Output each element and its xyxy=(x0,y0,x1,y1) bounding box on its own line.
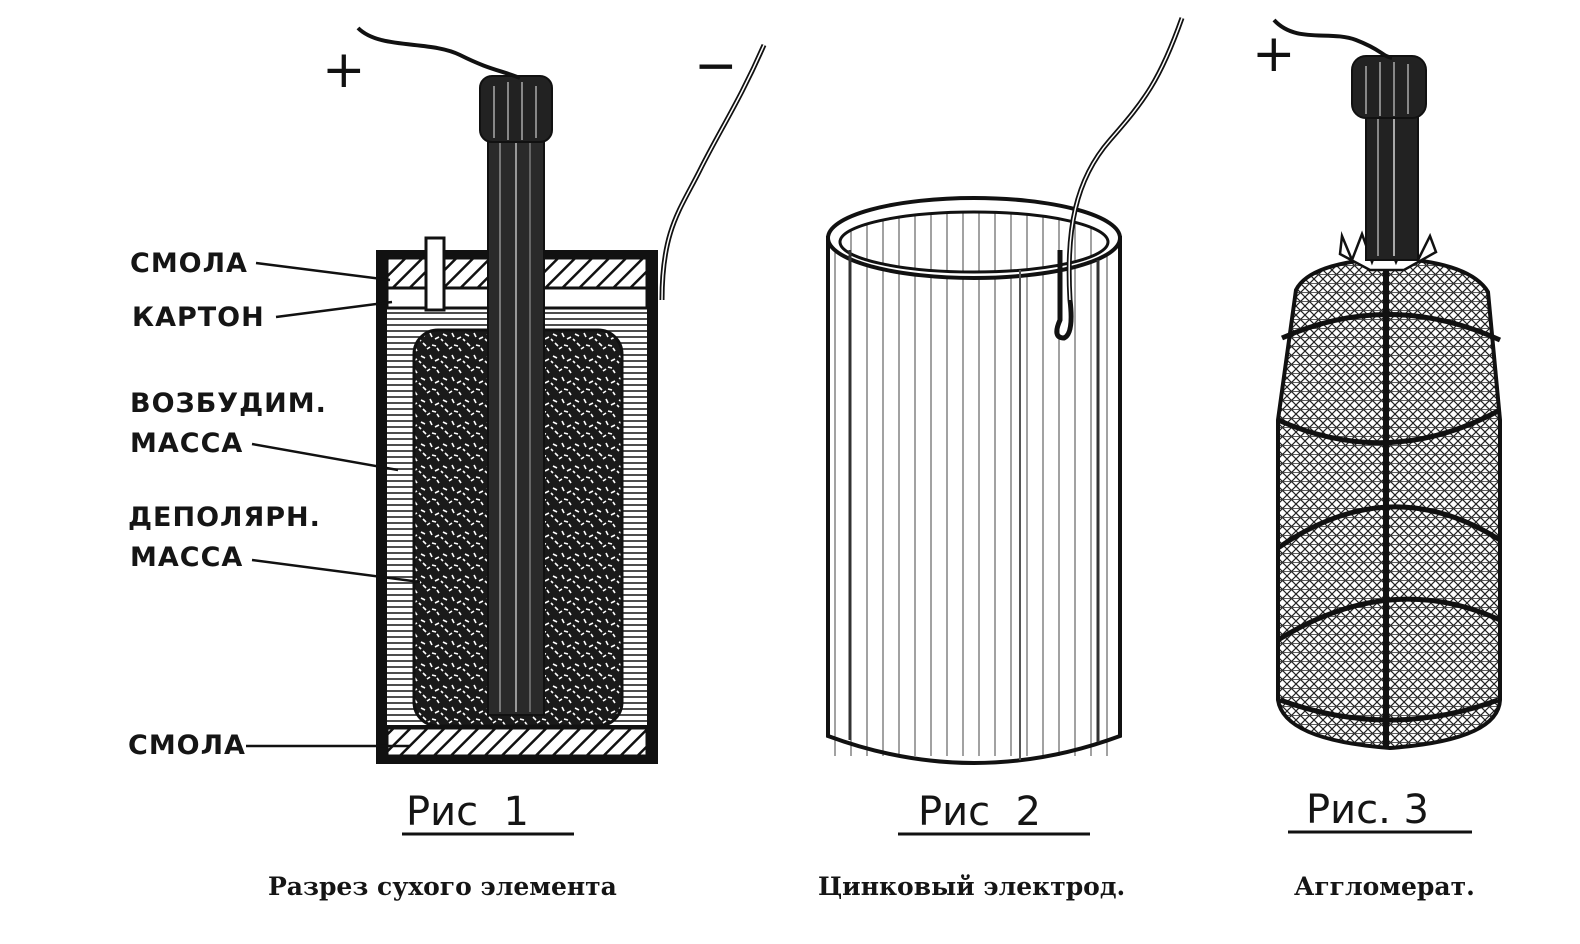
fig3-caption: Аггломерат. xyxy=(1294,872,1475,901)
label-depolar-mass-line2: МАССА xyxy=(130,542,244,573)
resin-bottom-layer xyxy=(385,726,649,758)
leader-resin-top xyxy=(255,261,391,282)
label-exciting-mass-line2: МАССА xyxy=(130,428,244,459)
fig3-label: Рис. 3 xyxy=(1306,787,1429,833)
agglomerate-cap xyxy=(1351,55,1427,119)
rod-cap xyxy=(479,75,553,143)
label-cardboard: КАРТОН xyxy=(132,302,265,333)
fig2-label: Рис 2 xyxy=(918,789,1041,835)
leader-cardboard xyxy=(275,300,393,319)
twine-winding xyxy=(1276,312,1502,723)
leader-exciting-mass xyxy=(251,442,399,472)
fig2-caption: Цинковый электрод. xyxy=(818,872,1126,901)
fig1-minus-sign: − xyxy=(694,36,738,96)
figure3-drawing xyxy=(1272,18,1502,834)
vent-tube xyxy=(424,236,446,312)
agglomerate-wire xyxy=(1272,18,1393,60)
zinc-cylinder-body xyxy=(828,236,1120,756)
leader-depolarizing-mass xyxy=(251,558,421,584)
agglomerate-rod xyxy=(1365,109,1419,261)
label-depolar-mass-line1: ДЕПОЛЯРН. xyxy=(128,502,321,533)
label-exciting-mass-line1: ВОЗБУДИМ. xyxy=(130,388,327,419)
fig1-caption: Разрез сухого элемента xyxy=(268,872,617,901)
positive-wire xyxy=(356,26,521,80)
figure2-drawing xyxy=(826,17,1185,836)
figure1-drawing xyxy=(246,26,767,836)
fig1-plus-sign: + xyxy=(322,40,366,100)
fig3-plus-sign: + xyxy=(1252,24,1296,84)
label-resin-bottom: СМОЛА xyxy=(128,730,246,761)
fig1-label: Рис 1 xyxy=(406,789,529,835)
label-resin-top: СМОЛА xyxy=(130,248,248,279)
